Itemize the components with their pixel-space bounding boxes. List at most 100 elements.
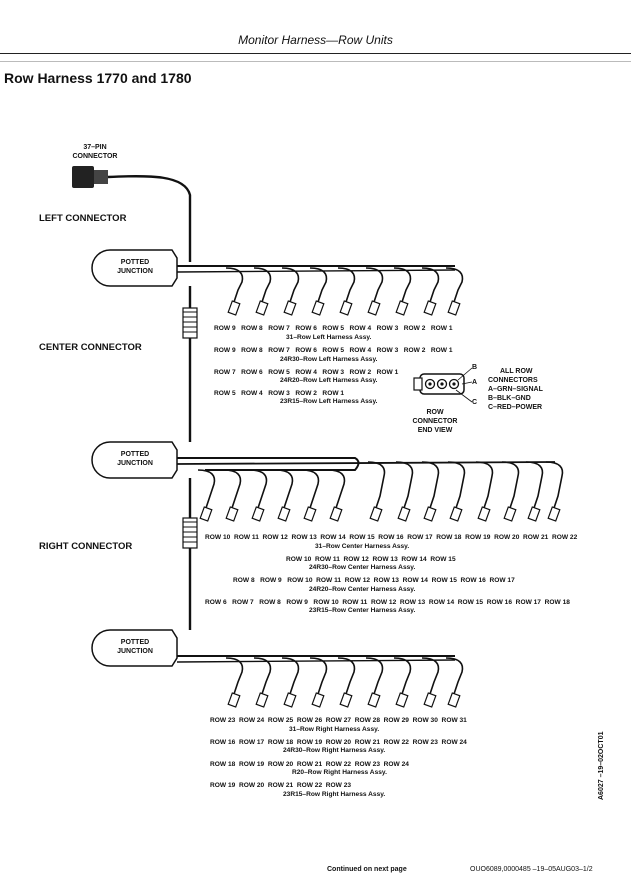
center-left-drop-lead (327, 469, 346, 509)
right-row-drop-lead (337, 657, 356, 695)
junction-text: JUNCTION (117, 460, 153, 467)
right-harness-31-rows: ROW 23 ROW 24 ROW 25 ROW 26 ROW 27 ROW 2… (210, 717, 467, 724)
center-right-drop-connector (369, 506, 383, 522)
potted-junction-1-label: POTTED JUNCTION (100, 258, 170, 276)
left-harness-24r30-rows: ROW 9 ROW 8 ROW 7 ROW 6 ROW 5 ROW 4 ROW … (214, 347, 453, 354)
left-harness-24r20-name: 24R20–Row Left Harness Assy. (280, 377, 378, 384)
right-row-drop-lead (281, 657, 300, 695)
37-pin-connector-collar (94, 170, 108, 184)
potted-junction-3 (91, 629, 178, 667)
potted-text: POTTED (120, 639, 150, 646)
left-row-drop-connector (311, 300, 325, 316)
left-harness-31-name: 31–Row Left Harness Assy. (286, 334, 372, 341)
right-row-drop-connector (283, 692, 297, 708)
left-row-drop-lead (337, 267, 356, 303)
right-row-drop-connector (255, 692, 269, 708)
main-trunk-cable (107, 174, 192, 262)
left-row-drop-connector (447, 300, 461, 316)
right-harness-23r15-name: 23R15–Row Right Harness Assy. (283, 791, 386, 798)
caption-line: END VIEW (417, 427, 453, 434)
center-harness-24r20-name: 24R20–Row Center Harness Assy. (309, 586, 416, 593)
center-left-drop-connector (329, 506, 343, 522)
center-left-drop-connector (251, 506, 265, 522)
continued-note: Continued on next page (327, 866, 407, 873)
left-row-drop-connector (423, 300, 437, 316)
left-harness-23r15-name: 23R15–Row Left Harness Assy. (280, 398, 378, 405)
center-left-drop-connector (225, 506, 239, 522)
legend-line: CONNECTORS (488, 377, 538, 384)
right-row-drop-lead (445, 657, 464, 695)
right-row-drop-connector (227, 692, 241, 708)
header-rule-thin (0, 61, 631, 62)
legend-line: C–RED–POWER (488, 404, 543, 411)
center-right-drop-lead (475, 461, 494, 509)
left-row-drop-lead (253, 267, 272, 303)
pin-c-label: C (472, 399, 478, 406)
left-row-drop-lead (393, 267, 412, 303)
center-right-drop-connector (503, 506, 517, 522)
potted-junction-2 (91, 441, 178, 479)
center-right-drop-lead (545, 461, 564, 509)
row-connector-caption: ROW CONNECTOR END VIEW (405, 408, 465, 435)
pin-b-label: B (472, 364, 478, 371)
center-right-drop-lead (525, 461, 544, 509)
right-row-drop-lead (253, 657, 272, 695)
right-row-drop-lead (393, 657, 412, 695)
potted-text: POTTED (120, 451, 150, 458)
right-row-drop-connector (367, 692, 381, 708)
center-left-drop-lead (197, 469, 216, 509)
legend-line: A–GRN–SIGNAL (488, 386, 543, 393)
left-row-drop-connector (367, 300, 381, 316)
left-row-drop-lead (309, 267, 328, 303)
center-left-drop-lead (223, 469, 242, 509)
pin-c-leader (455, 389, 473, 403)
pin-a-leader (461, 381, 473, 385)
left-row-drop-lead (225, 267, 244, 303)
connector-pin-center (440, 382, 444, 386)
left-row-drop-lead (365, 267, 384, 303)
right-harness-23r15-rows: ROW 19 ROW 20 ROW 21 ROW 22 ROW 23 (210, 782, 352, 789)
right-row-drop-connector (311, 692, 325, 708)
document-code: OUO6089,0000485 –19–05AUG03–1/2 (470, 866, 593, 873)
center-right-drop-connector (527, 506, 541, 522)
center-left-drop-lead (275, 469, 294, 509)
left-feed-cable-2 (176, 269, 456, 273)
right-row-drop-lead (309, 657, 328, 695)
potted-junction-1 (91, 249, 178, 287)
right-harness-24r30-name: 24R30–Row Right Harness Assy. (283, 747, 386, 754)
pin-b-leader (457, 367, 473, 381)
left-harness-24r30-name: 24R30–Row Left Harness Assy. (280, 356, 378, 363)
caption-line: ROW (426, 409, 444, 416)
legend-line: ALL ROW (500, 368, 533, 375)
right-harness-r20-rows: ROW 18 ROW 19 ROW 20 ROW 21 ROW 22 ROW 2… (210, 761, 409, 768)
center-harness-23r15-rows: ROW 6 ROW 7 ROW 8 ROW 9 ROW 10 ROW 11 RO… (205, 599, 570, 606)
left-row-drop-connector (339, 300, 353, 316)
center-harness-24r30-rows: ROW 10 ROW 11 ROW 12 ROW 13 ROW 14 ROW 1… (286, 556, 456, 563)
center-harness-24r20-rows: ROW 8 ROW 9 ROW 10 ROW 11 ROW 12 ROW 13 … (233, 577, 515, 584)
left-row-drop-connector (255, 300, 269, 316)
left-row-drop-lead (445, 267, 464, 303)
center-right-drop-lead (501, 461, 520, 509)
right-row-drop-connector (339, 692, 353, 708)
left-row-drop-lead (281, 267, 300, 303)
right-row-drop-connector (395, 692, 409, 708)
center-right-drop-connector (423, 506, 437, 522)
row-connector-tab (413, 377, 423, 391)
center-connector-label: CENTER CONNECTOR (39, 342, 142, 353)
connector-text: CONNECTOR (72, 153, 118, 160)
pin37-label: 37–PIN CONNECTOR (60, 143, 130, 161)
center-right-drop-lead (421, 461, 440, 509)
right-feed-cable-2 (176, 659, 456, 663)
right-harness-r20-name: R20–Row Right Harness Assy. (292, 769, 387, 776)
center-right-drop-connector (397, 506, 411, 522)
right-inline-connector (182, 517, 198, 549)
potted-junction-2-label: POTTED JUNCTION (100, 450, 170, 468)
potted-text: POTTED (120, 259, 150, 266)
center-right-drop-lead (447, 461, 466, 509)
left-row-drop-connector (283, 300, 297, 316)
center-right-drop-connector (547, 506, 561, 522)
center-harness-31-rows: ROW 10 ROW 11 ROW 12 ROW 13 ROW 14 ROW 1… (205, 534, 578, 541)
junction-text: JUNCTION (117, 268, 153, 275)
left-row-drop-lead (421, 267, 440, 303)
right-harness-31-name: 31–Row Right Harness Assy. (289, 726, 380, 733)
